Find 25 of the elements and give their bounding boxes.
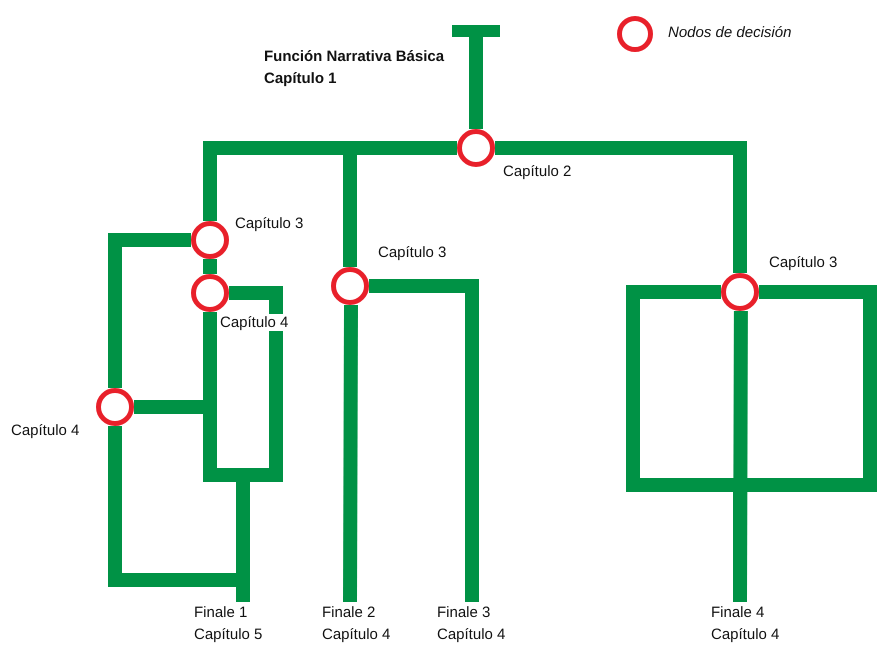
ending-label: Finale 2 Capítulo 4: [322, 602, 412, 646]
chapter-label: Capítulo 4: [219, 314, 290, 331]
decision-node-ring: [721, 273, 759, 311]
chapter-label: Capítulo 3: [768, 254, 838, 271]
decision-node-ring: [191, 274, 229, 312]
decision-node-ring: [457, 129, 495, 167]
ending-label: Finale 1 Capítulo 5: [194, 602, 284, 646]
chapter-label: Capítulo 3: [377, 244, 448, 261]
story-path-line: [343, 304, 358, 602]
chapter-label: Capítulo 3: [234, 215, 304, 232]
story-path-line: [469, 37, 483, 129]
chapter-label: Capítulo 2: [502, 163, 572, 180]
ending-label: Finale 3 Capítulo 4: [437, 602, 527, 646]
decision-node-ring: [331, 267, 369, 305]
decision-node-ring: [191, 221, 229, 259]
story-path-line: [108, 233, 191, 388]
start-bar: [452, 25, 500, 37]
legend-text: Nodos de decisión: [668, 24, 792, 41]
ending-label: Finale 4 Capítulo 4: [711, 602, 801, 646]
story-path-line: [203, 259, 217, 274]
story-path-line: [369, 279, 479, 602]
title-label: Función Narrativa Básica Capítulo 1: [264, 47, 446, 89]
chapter-label: Capítulo 4: [10, 422, 80, 439]
story-path-line: [495, 141, 747, 273]
decision-node-ring: [96, 388, 134, 426]
